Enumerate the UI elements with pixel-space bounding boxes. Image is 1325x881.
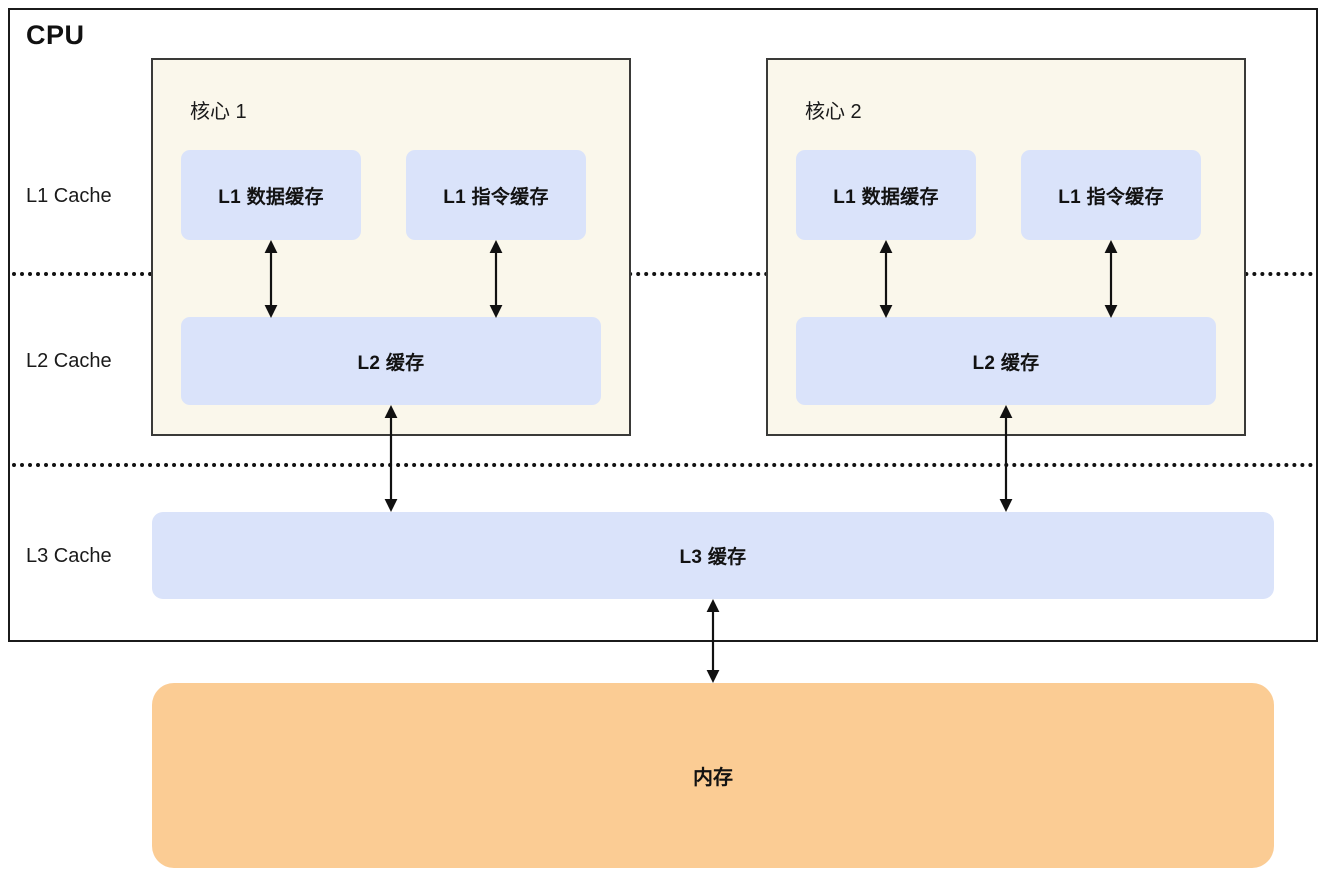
l3-cache-label: L3 缓存 (679, 547, 747, 568)
l2-cache-level-label: L2 Cache (26, 350, 112, 372)
cpu-title: CPU (26, 20, 85, 50)
l2-l3-dotted-separator (12, 463, 1314, 467)
core-1-l1-data-cache-label: L1 数据缓存 (218, 186, 324, 208)
l1-cache-level-label: L1 Cache (26, 185, 112, 207)
core-2-l2-cache-label: L2 缓存 (972, 352, 1040, 374)
core-2-l1-data-to-l2-arrow (876, 240, 896, 318)
core-1-l1-data-cache[interactable]: L1 数据缓存 (181, 150, 361, 240)
core-2-title: 核心 2 (805, 101, 862, 123)
core-1-l1-instruction-cache-label: L1 指令缓存 (443, 186, 549, 208)
core-1-l2-to-l3-arrow (381, 405, 401, 512)
core-1-l1-data-to-l2-arrow (261, 240, 281, 318)
core-1-l1-instruction-to-l2-arrow (486, 240, 506, 318)
core-1-l1-instruction-cache[interactable]: L1 指令缓存 (406, 150, 586, 240)
core-2-l1-instruction-cache[interactable]: L1 指令缓存 (1021, 150, 1201, 240)
core-2-l1-instruction-to-l2-arrow (1101, 240, 1121, 318)
core-2-l1-data-cache[interactable]: L1 数据缓存 (796, 150, 976, 240)
core-2-l2-to-l3-arrow (996, 405, 1016, 512)
core-2-l1-instruction-cache-label: L1 指令缓存 (1058, 186, 1164, 208)
core-1-l2-cache[interactable]: L2 缓存 (181, 317, 601, 405)
memory-block[interactable]: 内存 (152, 683, 1274, 868)
cpu-boundary-box (8, 8, 1318, 642)
core-1-l2-cache-label: L2 缓存 (357, 352, 425, 374)
memory-label: 内存 (693, 767, 733, 789)
l1-l2-dotted-separator (12, 272, 1314, 276)
core-2-l2-cache[interactable]: L2 缓存 (796, 317, 1216, 405)
l3-cache-level-label: L3 Cache (26, 545, 112, 567)
l3-to-memory-arrow (703, 599, 723, 683)
core-2-l1-data-cache-label: L1 数据缓存 (833, 186, 939, 208)
l3-cache-block[interactable]: L3 缓存 (152, 512, 1274, 599)
core-1-title: 核心 1 (190, 101, 247, 123)
